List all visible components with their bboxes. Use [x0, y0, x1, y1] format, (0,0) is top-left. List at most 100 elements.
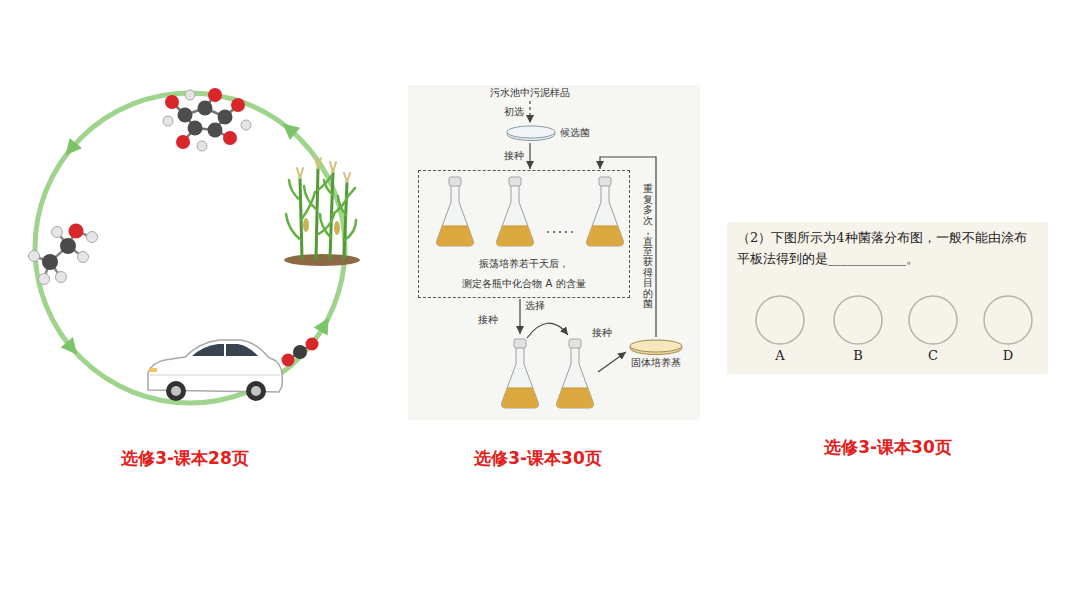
- petri-dish: D: [982, 294, 1034, 364]
- screening-flow-part: [497, 177, 534, 246]
- corn-plants-part-part: [304, 186, 317, 210]
- page-caption: 选修3-课本28页: [121, 448, 249, 468]
- corn-plants-part-part: [318, 158, 321, 168]
- sugar-molecule-part: [178, 108, 193, 123]
- node-text: （2）下图所示为4种菌落分布图，一般不能由涂布平板法得到的是__________…: [737, 228, 1038, 270]
- dish-rim: [984, 296, 1032, 344]
- corn-plants-part-part: [346, 188, 355, 198]
- petri-dish: B: [832, 294, 884, 364]
- sample-text: 污水池中污泥样品: [490, 86, 570, 100]
- sugar-molecule-part: [208, 88, 222, 102]
- corn-plants-part: [297, 158, 350, 182]
- node-text: C: [907, 348, 959, 364]
- corn-plants-part: [303, 218, 309, 232]
- sugar-molecule-part: [197, 141, 207, 151]
- sugar-molecule-part: [188, 121, 203, 136]
- node-outline: [754, 294, 806, 346]
- car-part: [166, 381, 186, 401]
- ethanol-molecule-part: [29, 251, 40, 262]
- corn-plants-part: [334, 221, 340, 235]
- ethanol-molecule-part: [69, 224, 84, 239]
- dish-rim: [756, 296, 804, 344]
- page-caption: 选修3-课本30页: [824, 437, 952, 457]
- car-part: [246, 381, 266, 401]
- screening-flow-part: [547, 231, 549, 233]
- carbon-cycle-part: [61, 337, 84, 360]
- step-label: 选择: [525, 300, 545, 312]
- corn-plants-part-part: [344, 182, 347, 258]
- ethanol-molecule-part: [52, 227, 63, 238]
- corn-plants-part-part: [289, 180, 300, 200]
- car-part: [224, 344, 226, 356]
- dish-rim: [909, 296, 957, 344]
- corn-plants-part-part: [347, 173, 350, 182]
- node-outline: [628, 338, 684, 356]
- sugar-molecule-part: [198, 101, 213, 116]
- screening-flow-part: [408, 85, 700, 420]
- node-text: A: [754, 348, 806, 364]
- corn-plants-part-part: [333, 162, 336, 172]
- sugar-molecule-part: [163, 116, 173, 126]
- node-text: 固体培养基: [628, 356, 684, 370]
- question-panel: （2）下图所示为4种菌落分布图，一般不能由涂布平板法得到的是__________…: [727, 222, 1048, 374]
- node-outline: [832, 294, 884, 346]
- sugar-molecule-part: [231, 98, 245, 112]
- node-text: D: [982, 348, 1034, 364]
- corn-plants-part-part: [338, 196, 346, 215]
- carbon-cycle-part: [35, 93, 345, 403]
- screening-flow-part: [571, 231, 573, 233]
- ethanol-molecule-part: [42, 254, 58, 270]
- sugar-molecule-part: [165, 95, 179, 109]
- corn-plants-part-part: [286, 214, 301, 240]
- corn-plants-part-part: [320, 214, 331, 238]
- corn-plants-part-part: [316, 168, 318, 258]
- page-caption: 选修3-课本30页: [474, 448, 602, 468]
- node-outline: [505, 124, 557, 142]
- screening-flow-part: [519, 299, 520, 334]
- ethanol-molecule-part: [60, 238, 76, 254]
- ethanol-molecule-part: [56, 272, 67, 283]
- car: [148, 340, 282, 401]
- screening-flow-part: [565, 231, 567, 233]
- co2-molecule-part: [282, 354, 295, 367]
- co2-molecule-part: [306, 338, 319, 351]
- car-part: [150, 375, 280, 376]
- flow-arrow: [600, 157, 656, 337]
- step-label: 接种: [592, 327, 612, 339]
- screening-flow-part: [557, 339, 594, 408]
- node-outline: [907, 294, 959, 346]
- ethanol-molecule-part: [39, 274, 50, 285]
- solid-medium-dish: 固体培养基: [628, 338, 684, 370]
- edge-label: 初选: [504, 106, 524, 118]
- sugar-molecule-part: [241, 120, 251, 130]
- node-text: 振荡培养若干天后， 测定各瓶中化合物 A 的含量: [454, 254, 594, 294]
- corn-plants: [284, 158, 360, 266]
- dish-rim: [834, 296, 882, 344]
- sugar-molecule-part: [208, 123, 223, 138]
- ethanol-molecule: [29, 224, 98, 285]
- edge-label: 重复多次，直至获得目的菌: [643, 184, 653, 309]
- car-part: [149, 368, 157, 372]
- screening-flow-part: [502, 339, 539, 408]
- flow-arrow: [529, 101, 530, 123]
- screening-flow: [408, 85, 700, 420]
- carbon-cycle: [35, 93, 345, 403]
- corn-plants-part: [286, 176, 356, 240]
- carbon-cycle-part: [59, 138, 82, 161]
- ethanol-molecule-part: [87, 232, 98, 243]
- corn-plants-part-part: [324, 180, 333, 195]
- corn-plants-part-part: [300, 168, 303, 178]
- sugar-molecule-part: [185, 90, 195, 100]
- ethanol-molecule-part: [34, 231, 91, 278]
- screening-flow-part: [587, 177, 624, 246]
- flow-arrow: [529, 143, 530, 169]
- ethanol-molecule-part: [78, 252, 89, 263]
- node-text: 污水池中污泥样品: [490, 87, 570, 98]
- corn-plants-part: [300, 168, 347, 258]
- screening-flow-part: [527, 323, 568, 338]
- car-part: [171, 386, 181, 396]
- step-label: 接种: [478, 314, 498, 326]
- sugar-molecule-part: [223, 131, 237, 145]
- carbon-cycle-part: [314, 314, 336, 336]
